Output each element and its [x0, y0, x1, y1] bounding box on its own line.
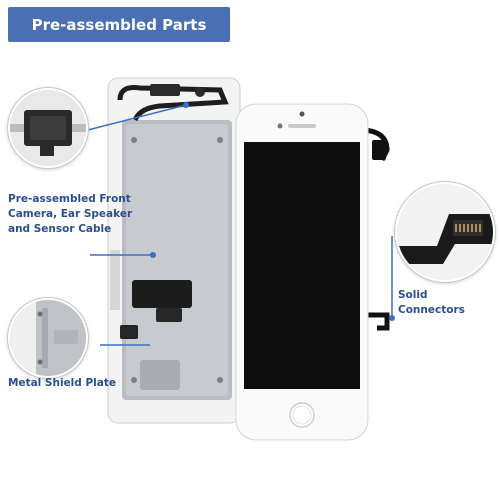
solid-connectors-zoom-circle	[395, 182, 495, 282]
front-camera-zoom-circle	[8, 88, 88, 168]
display-front-assembly	[235, 103, 390, 441]
front-camera-callout-line3: and Sensor Cable	[8, 223, 112, 235]
solid-connectors-callout: Solid Connectors	[398, 288, 498, 318]
metal-shield-label: Metal Shield Plate	[8, 377, 116, 389]
metal-shield-zoom-circle	[8, 298, 88, 378]
solid-connectors-label: Solid Connectors	[398, 289, 465, 316]
metal-shield-callout: Metal Shield Plate	[8, 376, 148, 391]
title-banner: Pre-assembled Parts	[8, 7, 230, 42]
front-camera-callout-line2: Camera, Ear Speaker	[8, 208, 133, 220]
display-back-assembly	[107, 77, 241, 424]
front-camera-callout: Pre-assembled Front Camera, Ear Speaker …	[8, 192, 158, 237]
front-camera-callout-line1: Pre-assembled Front	[8, 193, 131, 205]
banner-title: Pre-assembled Parts	[31, 15, 207, 34]
